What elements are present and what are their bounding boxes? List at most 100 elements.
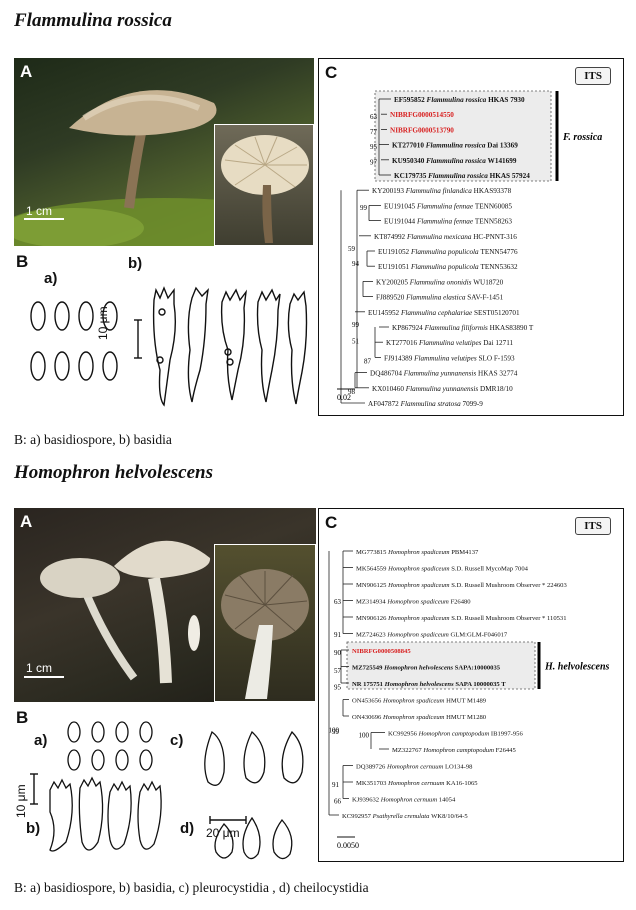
clade-highlight <box>346 641 536 690</box>
tree-tip-label: KC992956 Homophron camptopodum IB1997-95… <box>388 731 523 738</box>
tree-tip-label: FJ914389 Flammulina velutipes SLO F-1593 <box>384 354 515 362</box>
tree-tip-label: AF047872 Flammulina stratosa 7099-9 <box>368 400 483 408</box>
tree-tip-label: KJ939632 Homophron cernuum 14054 <box>352 797 456 804</box>
tree-tip-label: MK564559 Homophron spadiceum S.D. Russel… <box>356 566 529 573</box>
tree-tip-label: FJ889520 Flammulina elastica SAV-F-1451 <box>376 294 504 302</box>
tree-tip-label: DQ486704 Flammulina yunnanensis HKAS 327… <box>370 370 518 378</box>
tree-svg: F. rossica EF595852 Flammulina rossica HK… <box>337 90 602 408</box>
sub-b-label: b) <box>128 255 143 272</box>
tree-tip-label: EU191044 Flammulina fennae TENN58263 <box>384 218 512 226</box>
tree-tip-label: MN906126 Homophron spadiceum S.D. Russel… <box>356 615 567 622</box>
tree-tip-label: MZ725549 Homophron helvolescens SAPA:100… <box>352 665 501 672</box>
its-tag: ITS <box>575 67 611 85</box>
bootstrap-value: 100 <box>359 731 370 739</box>
tree-scale-label: 0.0050 <box>337 841 359 850</box>
gill-inset-photo-2 <box>214 544 316 702</box>
tree-tip-label: ON453656 Homophron spadiceum HMUT M1489 <box>352 698 487 705</box>
bootstrap-value: 63 <box>370 113 378 121</box>
sub-c-label-2: c) <box>170 732 184 749</box>
tree-tip-label: KT874992 Flammulina mexicana HC-PNNT-316 <box>374 233 517 241</box>
species-title-homophron: Homophron helvolescens <box>14 462 213 483</box>
tree-tip-label: KX010460 Flammulina yunnanensis DMR18/10 <box>372 385 513 393</box>
photo-scalebar-2 <box>24 676 64 678</box>
basidium-shapes <box>152 286 308 407</box>
gill-inset-photo <box>214 124 314 246</box>
tree-tip-label: KU950340 Flammulina rossica W141699 <box>392 157 517 165</box>
tree-tip-label: MN906125 Homophron spadiceum S.D. Russel… <box>356 582 567 589</box>
spores-drawing-2 <box>67 721 153 771</box>
tree-tip-label: MK351703 Homophron cernuum KA16-1065 <box>356 780 478 787</box>
tree-tip-label: EF595852 Flammulina rossica HKAS 7930 <box>394 96 525 104</box>
drawing-scale-label-h: 20 μm <box>206 826 240 840</box>
panel-a-label: A <box>20 62 33 81</box>
bootstrap-value: 95 <box>334 684 342 692</box>
sub-a-label: a) <box>44 270 58 287</box>
pleurocystidia-shapes <box>204 730 304 786</box>
photo-scale-label-2: 1 cm <box>26 661 53 675</box>
tree-tip-label: KC179735 Flammulina rossica HKAS 57924 <box>394 172 530 180</box>
caption-1: B: a) basidiospore, b) basidia <box>14 432 172 447</box>
bootstrap-value: 98 <box>348 388 356 396</box>
tree-tip-label: NIBRFG0000514550 <box>390 111 454 119</box>
tree-tip-label: EU191045 Flammulina fennae TENN60085 <box>384 202 512 210</box>
tree-tip-label: EU191051 Flammulina populicola TENN53632 <box>378 263 518 271</box>
bootstrap-value: 87 <box>364 357 372 365</box>
cystidia-drawing <box>30 721 304 860</box>
panel-a-label-2: A <box>20 512 33 531</box>
basidia-drawing <box>30 286 308 407</box>
bootstrap-value: 99 <box>332 728 340 736</box>
mushroom-illustration-2 <box>40 540 211 684</box>
panel-c-label-2: C <box>325 513 338 532</box>
bootstrap-value: 91 <box>332 781 340 789</box>
tree-tip-label: MZ314934 Homophron spadiceum F26480 <box>356 599 471 606</box>
caption-2: B: a) basidiospore, b) basidia, c) pleur… <box>14 880 369 895</box>
panel-b-label: B <box>16 252 29 271</box>
tree-tip-label: KC992957 Psathyrella crenulata WK8/10/64… <box>342 813 468 820</box>
tree-tip-label: DQ389726 Homophron cernuum LO134-98 <box>356 764 473 771</box>
sub-d-label-2: d) <box>180 820 195 837</box>
bootstrap-value: 94 <box>352 260 360 268</box>
gill-illustration <box>221 135 309 243</box>
tree-tip-label: NR 175751 Homophron helvolescens SAPA 10… <box>352 681 506 688</box>
tree-tip-label: ON430696 Homophron spadiceum HMUT M1280 <box>352 714 487 721</box>
bootstrap-value: 95 <box>370 143 378 151</box>
sub-b-label-2: b) <box>26 820 41 837</box>
bootstrap-value: 77 <box>370 128 378 136</box>
tree-scale-label: 0.02 <box>337 393 351 402</box>
bootstrap-value: 59 <box>348 245 356 253</box>
bootstrap-value: 51 <box>352 338 360 346</box>
bootstrap-value: 91 <box>334 631 342 639</box>
bootstrap-value: 90 <box>334 649 342 657</box>
tree-tip-label: NIBRFG0000513790 <box>390 126 454 134</box>
tree-tip-label: EU145952 Flammulina cephalariae SEST0512… <box>368 309 520 317</box>
cheilocystidia-shapes <box>214 816 293 860</box>
tree-tip-label: MZ724623 Homophron spadiceum GLM:GLM-F04… <box>356 632 508 639</box>
basidia-shapes-2 <box>49 776 162 852</box>
tree-tip-label: MZ322767 Homophron camptopodum F26445 <box>392 747 516 754</box>
species-title-flammulina: Flammulina rossica <box>14 10 172 31</box>
bootstrap-value: 97 <box>370 158 378 166</box>
bootstrap-value: 63 <box>334 598 342 606</box>
clade-label: F. rossica <box>562 132 602 143</box>
tree-tip-label: MG773815 Homophron spadiceum PBM4137 <box>356 549 479 556</box>
sub-a-label-2: a) <box>34 732 48 749</box>
tree-tip-label: KT277016 Flammulina velutipes Dai 12711 <box>386 339 514 347</box>
bootstrap-value: 99 <box>360 204 368 212</box>
tree-tip-label: KT277010 Flammulina rossica Dai 13369 <box>392 142 518 150</box>
tree-tip-label: EU191052 Flammulina populicola TENN54776 <box>378 248 518 256</box>
bootstrap-value: 100 <box>329 727 340 735</box>
tree-tip-label: KY200205 Flammulina ononidis WU18720 <box>376 278 504 286</box>
photo-scale-label: 1 cm <box>26 204 53 218</box>
drawing-scale-label-v: 10 μm <box>14 784 28 818</box>
gill-illustration-2 <box>221 569 309 699</box>
bootstrap-value: 66 <box>334 797 342 805</box>
mushroom-photo: A 1 cm <box>14 58 314 246</box>
bootstrap-value: 57 <box>334 667 342 675</box>
photo-scalebar <box>24 218 64 220</box>
drawing-scale-label: 10 μm <box>96 306 110 340</box>
mushroom-photo-2: A 1 cm <box>14 508 316 702</box>
tree-tip-label: NIBRFG0000508845 <box>352 648 411 655</box>
